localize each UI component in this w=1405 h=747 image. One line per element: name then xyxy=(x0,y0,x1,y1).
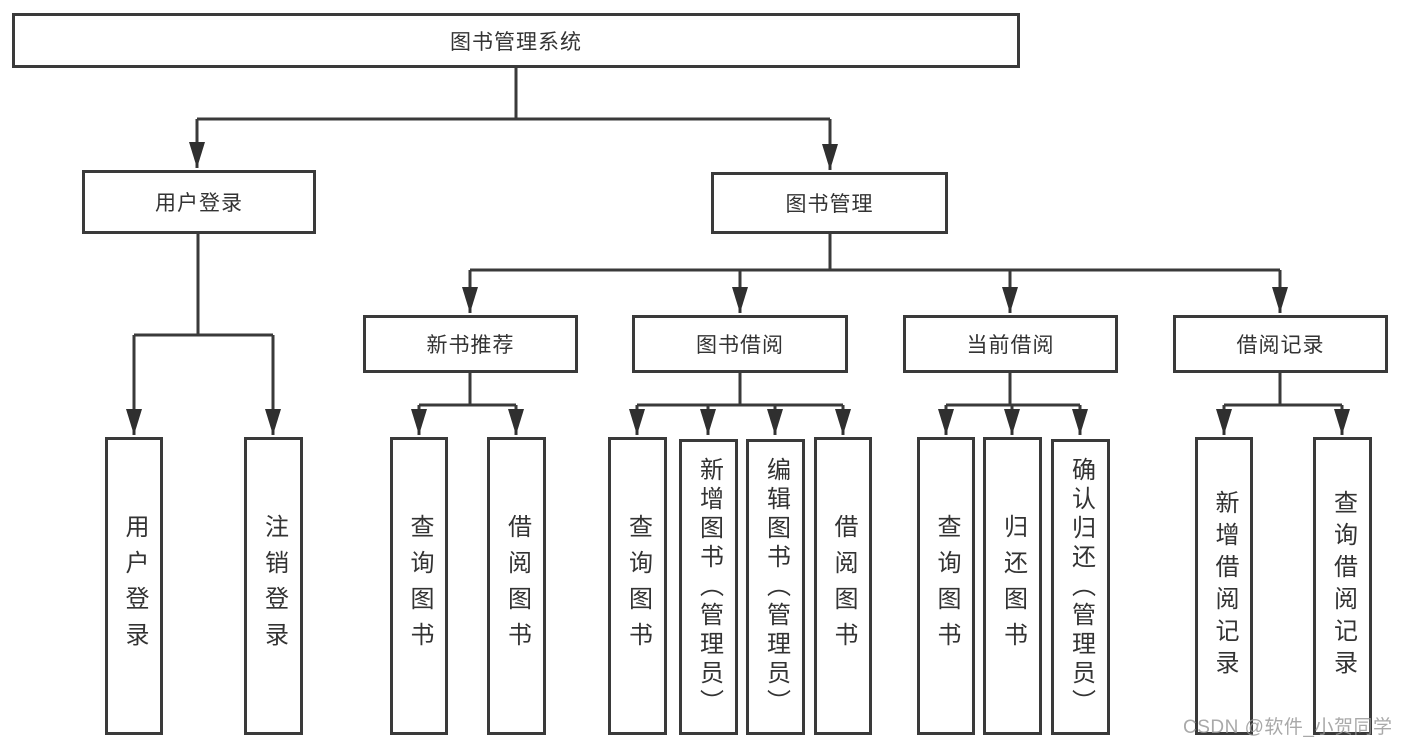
node-user-login-leaf: 用户登录 xyxy=(105,437,163,735)
node-user-login: 用户登录 xyxy=(82,170,316,234)
node-label: 图书借阅 xyxy=(696,334,784,357)
node-current-borrow: 当前借阅 xyxy=(903,315,1118,373)
node-label: 借阅图书 xyxy=(830,514,857,658)
node-edit-book-admin: 编辑图书（管理员） xyxy=(746,439,805,735)
node-query-books-recommend: 查询图书 xyxy=(390,437,448,735)
node-book-management: 图书管理 xyxy=(711,172,948,234)
node-query-borrow-record: 查询借阅记录 xyxy=(1313,437,1372,735)
node-label: 用户登录 xyxy=(155,192,243,215)
csdn-watermark: CSDN @软件_小贺同学 xyxy=(1183,717,1393,738)
node-label: 新书推荐 xyxy=(426,334,515,357)
connector-book-borrow xyxy=(629,373,851,435)
node-borrow-books-leaf: 借阅图书 xyxy=(814,437,872,735)
node-logout-leaf: 注销登录 xyxy=(244,437,303,735)
node-label: 图书管理 xyxy=(785,193,874,216)
node-label: 用户登录 xyxy=(121,514,148,658)
node-add-book-admin: 新增图书（管理员） xyxy=(679,439,738,735)
connector-borrow-records xyxy=(1216,373,1350,435)
node-label: 编辑图书（管理员） xyxy=(762,456,790,718)
connector-root xyxy=(189,68,838,170)
connector-new-book-recommend xyxy=(411,373,524,435)
node-library-management-system: 图书管理系统 xyxy=(12,13,1020,68)
node-label: 归还图书 xyxy=(999,514,1027,658)
connector-current-borrow xyxy=(938,373,1088,435)
node-label: 查询图书 xyxy=(406,514,433,658)
node-label: 当前借阅 xyxy=(966,334,1055,357)
node-book-borrow: 图书借阅 xyxy=(632,315,848,373)
connector-user-login xyxy=(126,234,281,435)
node-label: 借阅图书 xyxy=(503,514,531,658)
node-return-books: 归还图书 xyxy=(983,437,1042,735)
node-label: 注销登录 xyxy=(260,514,288,658)
node-add-borrow-record: 新增借阅记录 xyxy=(1195,437,1253,735)
node-label: 查询借阅记录 xyxy=(1329,490,1357,682)
node-query-books-current: 查询图书 xyxy=(917,437,975,735)
node-label: 新增图书（管理员） xyxy=(695,456,723,718)
node-label: 查询图书 xyxy=(624,514,652,658)
node-query-books-borrow: 查询图书 xyxy=(608,437,667,735)
node-label: 查询图书 xyxy=(933,514,960,658)
node-borrow-records: 借阅记录 xyxy=(1173,315,1388,373)
node-label: 借阅记录 xyxy=(1236,334,1325,357)
node-confirm-return-admin: 确认归还（管理员） xyxy=(1051,439,1110,735)
node-new-book-recommend: 新书推荐 xyxy=(363,315,578,373)
node-borrow-books-recommend: 借阅图书 xyxy=(487,437,546,735)
connector-book-management xyxy=(462,234,1288,313)
node-label: 图书管理系统 xyxy=(450,30,582,54)
node-label: 新增借阅记录 xyxy=(1211,490,1238,682)
node-label: 确认归还（管理员） xyxy=(1067,456,1095,718)
